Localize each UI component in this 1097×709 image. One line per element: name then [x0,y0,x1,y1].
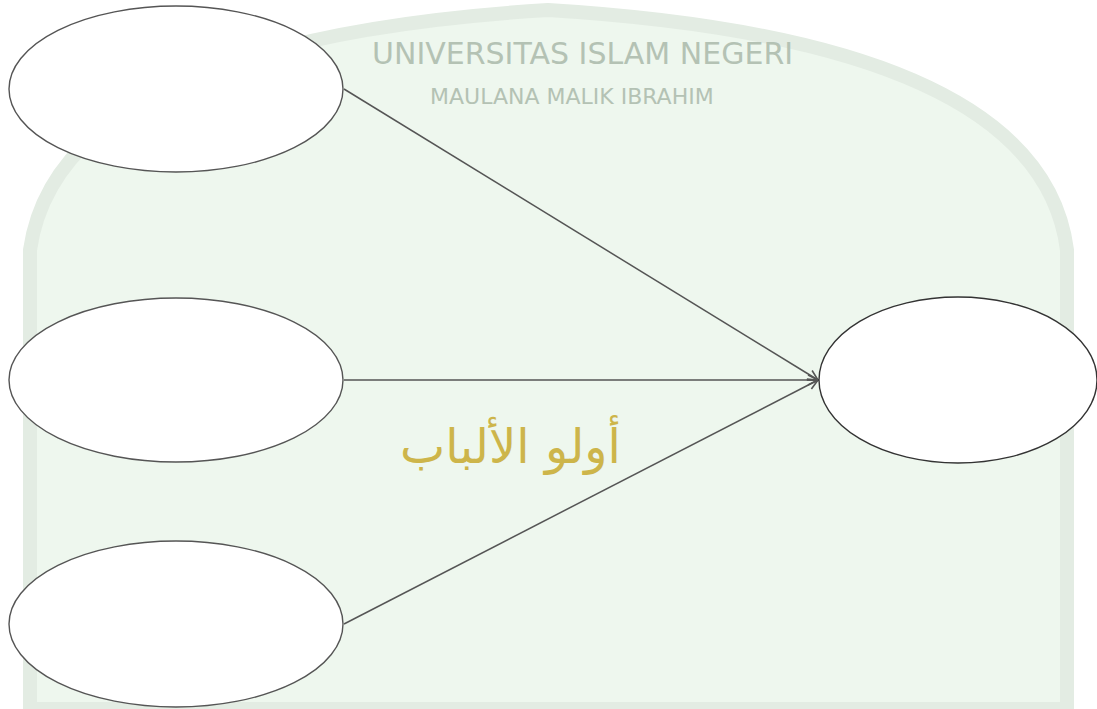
ellipse-node [8,540,344,708]
ellipse-outline [9,298,343,462]
ellipse-node [8,5,344,173]
arrow-connector [344,379,818,381]
arrow-connector [344,89,818,380]
ellipse-outline [9,6,343,172]
ellipse-node [818,296,1097,464]
ellipse-outline [8,540,344,708]
watermark-text: MAULANA MALIK IBRAHIM [430,84,714,109]
ellipse-outline [818,296,1097,464]
ellipse-outline [8,5,344,173]
ellipse-outline [819,297,1097,463]
ellipse-node [8,297,344,463]
ellipse-outline [8,297,344,463]
arrow-connector [344,380,818,624]
watermark-text: UNIVERSITAS ISLAM NEGERI [372,36,793,71]
watermark-text: أولو الألباب [400,418,621,474]
ellipse-outline [9,541,343,707]
